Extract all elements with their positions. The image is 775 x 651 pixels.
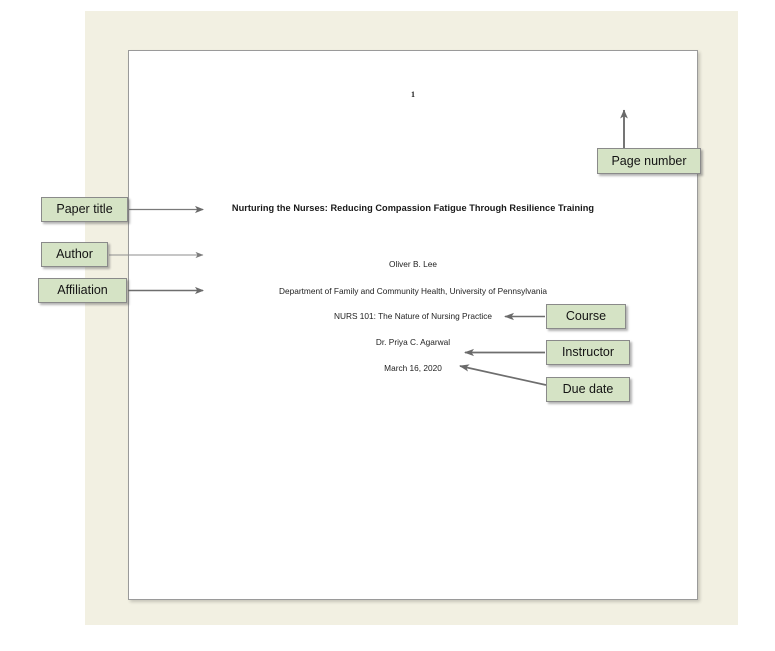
callout-instructor-label: Instructor: [561, 345, 615, 360]
callout-page-number-label: Page number: [611, 153, 687, 168]
callout-affiliation-label: Affiliation: [57, 283, 108, 298]
callout-course[interactable]: Course: [546, 304, 626, 329]
author-text: Oliver B. Lee: [389, 259, 437, 269]
callout-paper-title[interactable]: Paper title: [41, 197, 128, 222]
due-date-text: March 16, 2020: [384, 363, 442, 373]
callout-course-label: Course: [565, 309, 607, 324]
callout-due-date[interactable]: Due date: [546, 377, 630, 402]
callout-affiliation[interactable]: Affiliation: [38, 278, 127, 303]
callout-author-label: Author: [56, 247, 93, 262]
callout-author[interactable]: Author: [41, 242, 108, 267]
callout-page-number[interactable]: Page number: [597, 148, 701, 174]
paper-title-text: Nurturing the Nurses: Reducing Compassio…: [231, 203, 595, 213]
instructor-text: Dr. Priya C. Agarwal: [375, 337, 451, 347]
course-text: NURS 101: The Nature of Nursing Practice: [333, 311, 493, 321]
affiliation-text: Department of Family and Community Healt…: [279, 286, 547, 296]
callout-paper-title-label: Paper title: [56, 202, 113, 217]
callout-instructor[interactable]: Instructor: [546, 340, 630, 365]
page-number: 1: [411, 90, 415, 99]
callout-due-date-label: Due date: [562, 382, 614, 397]
